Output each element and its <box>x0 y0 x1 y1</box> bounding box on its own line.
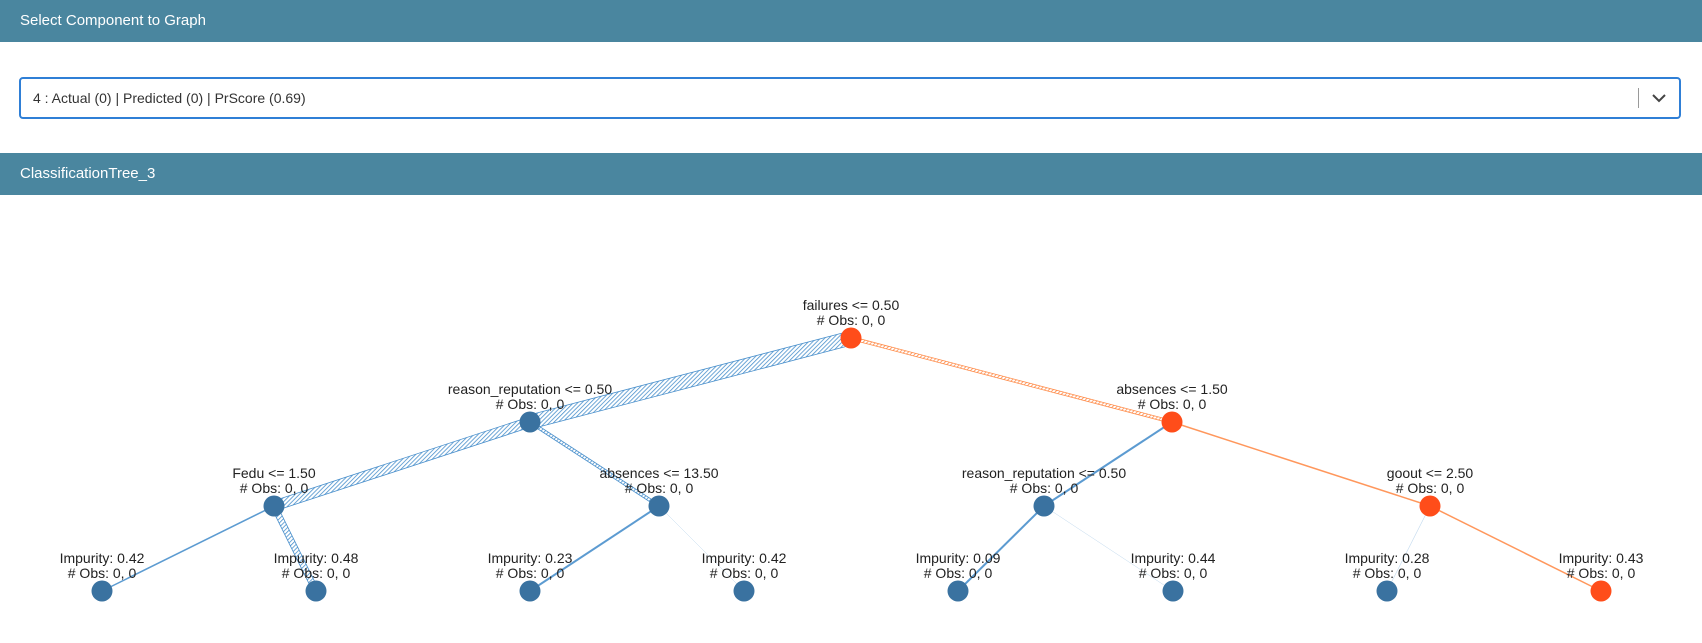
node-circle[interactable] <box>1162 580 1184 602</box>
node-circle[interactable] <box>1376 580 1398 602</box>
node-circle[interactable] <box>1419 495 1441 517</box>
tree-link <box>101 505 275 592</box>
node-obs-label: # Obs: 0, 0 <box>1567 565 1636 581</box>
tree-link <box>1429 505 1602 592</box>
node-split-label: goout <= 2.50 <box>1387 465 1474 481</box>
component-select-value: 4 : Actual (0) | Predicted (0) | PrScore… <box>33 90 306 106</box>
chevron-down-icon[interactable] <box>1648 87 1670 109</box>
node-obs-label: # Obs: 0, 0 <box>282 565 351 581</box>
tree-link <box>271 416 533 512</box>
node-split-label: Impurity: 0.09 <box>916 550 1001 566</box>
node-circle[interactable] <box>733 580 755 602</box>
node-obs-label: # Obs: 0, 0 <box>1353 565 1422 581</box>
select-separator <box>1638 88 1639 108</box>
tree-link <box>529 505 660 592</box>
node-obs-label: # Obs: 0, 0 <box>496 396 565 412</box>
tree-link <box>527 330 854 430</box>
node-circle[interactable] <box>1033 495 1055 517</box>
tree-link <box>1043 421 1173 507</box>
node-split-label: Fedu <= 1.50 <box>232 465 316 481</box>
node-split-label: Impurity: 0.42 <box>702 550 787 566</box>
tree-link <box>1171 421 1431 507</box>
node-circle[interactable] <box>519 411 541 433</box>
node-circle[interactable] <box>840 327 862 349</box>
tree-node[interactable]: Impurity: 0.23# Obs: 0, 0 <box>488 550 573 602</box>
node-circle[interactable] <box>1161 411 1183 433</box>
node-obs-label: # Obs: 0, 0 <box>240 480 309 496</box>
node-obs-label: # Obs: 0, 0 <box>1138 396 1207 412</box>
tree-node[interactable]: Impurity: 0.28# Obs: 0, 0 <box>1345 550 1430 602</box>
select-component-header: Select Component to Graph <box>0 0 1702 42</box>
select-component-title: Select Component to Graph <box>20 12 206 29</box>
graph-header: ClassificationTree_3 <box>0 153 1702 195</box>
tree-node[interactable]: reason_reputation <= 0.50# Obs: 0, 0 <box>448 381 612 433</box>
node-obs-label: # Obs: 0, 0 <box>1396 480 1465 496</box>
node-split-label: absences <= 13.50 <box>599 465 718 481</box>
node-split-label: Impurity: 0.48 <box>274 550 359 566</box>
node-obs-label: # Obs: 0, 0 <box>1010 480 1079 496</box>
tree-link <box>957 505 1045 592</box>
node-split-label: Impurity: 0.23 <box>488 550 573 566</box>
node-circle[interactable] <box>91 580 113 602</box>
node-obs-label: # Obs: 0, 0 <box>924 565 993 581</box>
tree-node[interactable]: Impurity: 0.43# Obs: 0, 0 <box>1559 550 1644 602</box>
node-split-label: reason_reputation <= 0.50 <box>448 381 612 397</box>
node-split-label: absences <= 1.50 <box>1116 381 1228 397</box>
tree-node[interactable]: Impurity: 0.42# Obs: 0, 0 <box>702 550 787 602</box>
node-split-label: failures <= 0.50 <box>803 297 900 313</box>
tree-link <box>1043 505 1174 592</box>
node-split-label: Impurity: 0.28 <box>1345 550 1430 566</box>
tree-node[interactable]: Impurity: 0.09# Obs: 0, 0 <box>916 550 1001 602</box>
node-split-label: Impurity: 0.43 <box>1559 550 1644 566</box>
graph-title: ClassificationTree_3 <box>20 165 156 182</box>
node-circle[interactable] <box>947 580 969 602</box>
classification-tree: failures <= 0.50# Obs: 0, 0reason_reputa… <box>60 297 1644 602</box>
node-circle[interactable] <box>1590 580 1612 602</box>
node-obs-label: # Obs: 0, 0 <box>710 565 779 581</box>
node-split-label: reason_reputation <= 0.50 <box>962 465 1126 481</box>
component-select[interactable]: 4 : Actual (0) | Predicted (0) | PrScore… <box>19 77 1681 119</box>
tree-node[interactable]: reason_reputation <= 0.50# Obs: 0, 0 <box>962 465 1126 517</box>
tree-node[interactable]: absences <= 1.50# Obs: 0, 0 <box>1116 381 1228 433</box>
node-circle[interactable] <box>519 580 541 602</box>
node-circle[interactable] <box>648 495 670 517</box>
tree-node[interactable]: failures <= 0.50# Obs: 0, 0 <box>803 297 900 349</box>
node-circle[interactable] <box>263 495 285 517</box>
node-obs-label: # Obs: 0, 0 <box>68 565 137 581</box>
tree-node[interactable]: Fedu <= 1.50# Obs: 0, 0 <box>232 465 316 517</box>
node-split-label: Impurity: 0.42 <box>60 550 145 566</box>
tree-node[interactable]: goout <= 2.50# Obs: 0, 0 <box>1387 465 1474 517</box>
node-obs-label: # Obs: 0, 0 <box>817 312 886 328</box>
node-obs-label: # Obs: 0, 0 <box>625 480 694 496</box>
tree-node[interactable]: Impurity: 0.44# Obs: 0, 0 <box>1131 550 1216 602</box>
node-circle[interactable] <box>305 580 327 602</box>
node-split-label: Impurity: 0.44 <box>1131 550 1216 566</box>
node-obs-label: # Obs: 0, 0 <box>496 565 565 581</box>
tree-nodes: failures <= 0.50# Obs: 0, 0reason_reputa… <box>60 297 1644 602</box>
tree-node[interactable]: Impurity: 0.48# Obs: 0, 0 <box>274 550 359 602</box>
tree-link <box>1386 505 1431 592</box>
tree-node[interactable]: Impurity: 0.42# Obs: 0, 0 <box>60 550 145 602</box>
tree-node[interactable]: absences <= 13.50# Obs: 0, 0 <box>599 465 719 517</box>
tree-link <box>658 505 745 592</box>
node-obs-label: # Obs: 0, 0 <box>1139 565 1208 581</box>
tree-link <box>850 336 1173 424</box>
